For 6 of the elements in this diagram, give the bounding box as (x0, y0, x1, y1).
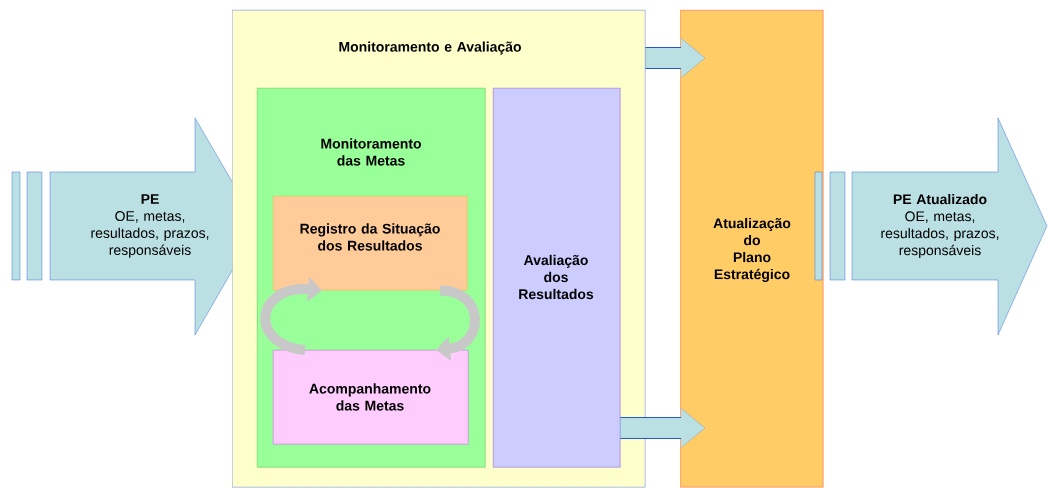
process-box: Registro da Situação dos Resultados (273, 196, 468, 291)
process-box: Avaliação dos Resultados (493, 88, 621, 468)
curved-arrow (436, 285, 480, 361)
process-box: Acompanhamento das Metas (273, 350, 469, 445)
process-box: Atualização do Plano Estratégico (680, 10, 824, 488)
curved-arrow (260, 276, 322, 355)
